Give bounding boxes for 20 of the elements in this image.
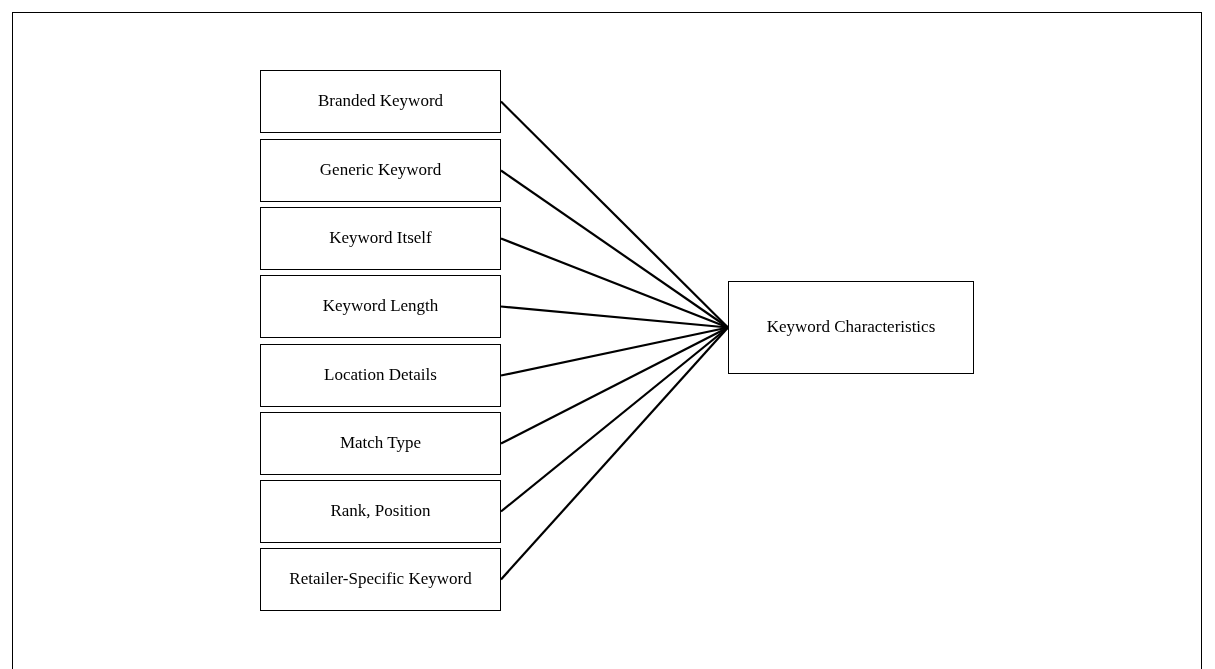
box-label: Keyword Itself bbox=[329, 228, 432, 249]
factor-box bbox=[260, 70, 501, 133]
factor-box bbox=[260, 139, 501, 202]
box-label: Generic Keyword bbox=[319, 160, 442, 181]
connector-line bbox=[500, 326, 729, 581]
box-label: Retailer-Specific Keyword bbox=[289, 569, 472, 590]
box-label: Branded Keyword bbox=[317, 91, 444, 112]
box-label: Keyword Length bbox=[322, 296, 439, 317]
box-label: Keyword Characteristics bbox=[766, 317, 936, 338]
factor-box bbox=[260, 548, 501, 611]
factor-box bbox=[260, 275, 501, 338]
factor-box bbox=[260, 480, 501, 543]
factor-box bbox=[728, 281, 974, 374]
factor-box bbox=[260, 344, 501, 407]
box-label: Location Details bbox=[324, 365, 437, 386]
box-label: Match Type bbox=[339, 433, 422, 454]
connector-line bbox=[500, 100, 729, 329]
factor-box bbox=[260, 412, 501, 475]
box-label: Rank, Position bbox=[330, 501, 431, 522]
factor-box bbox=[260, 207, 501, 270]
